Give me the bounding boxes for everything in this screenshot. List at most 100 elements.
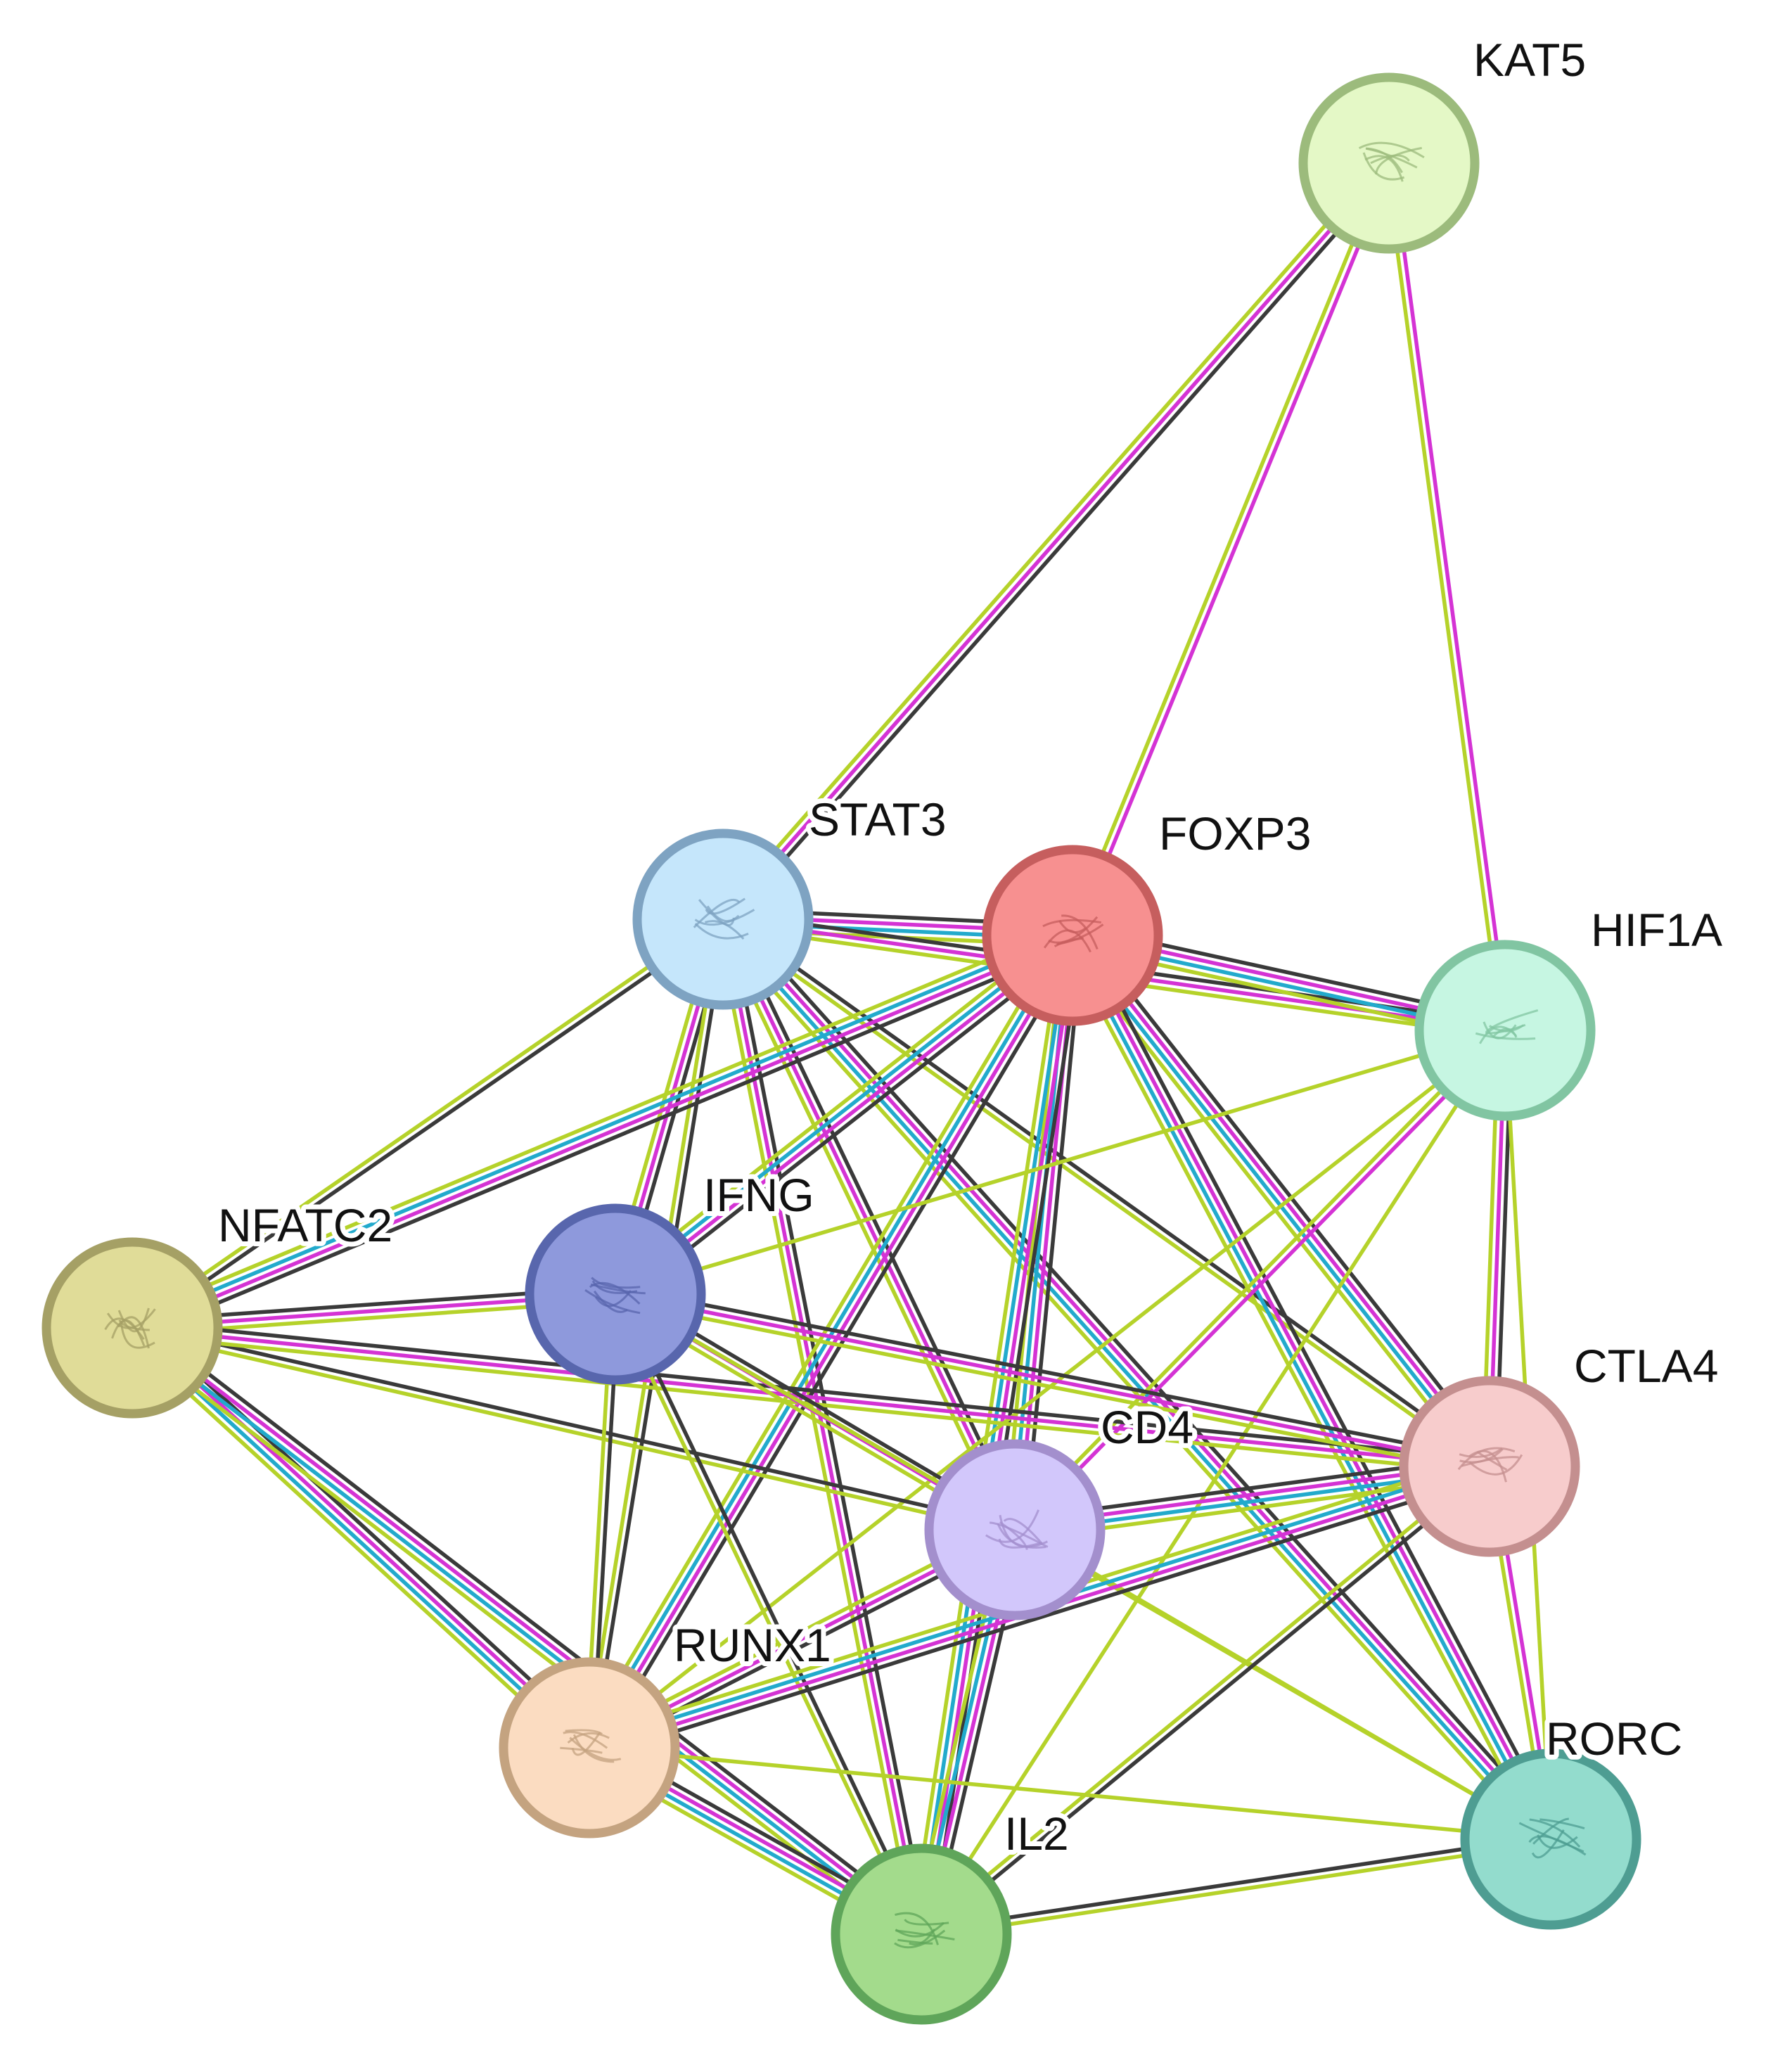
edge-line-black	[133, 920, 726, 1333]
node-hif1a[interactable]	[1414, 940, 1596, 1121]
node-circle[interactable]	[982, 845, 1163, 1026]
edge-kat5-stat3[interactable]	[716, 157, 1396, 926]
edge-line-black	[729, 911, 1560, 1834]
node-circle[interactable]	[1399, 1376, 1580, 1557]
edge-kat5-hif1a[interactable]	[1383, 162, 1511, 1031]
edge-nfatc2-runx1[interactable]	[124, 1319, 598, 1757]
node-circle[interactable]	[632, 829, 814, 1010]
node-label-halo: IFNG	[703, 1169, 814, 1221]
edge-stat3-ctla4[interactable]	[719, 914, 1493, 1471]
edge-line-yellowgreen	[714, 924, 1545, 1848]
node-label-halo: KAT5	[1473, 34, 1586, 86]
edge-line-yellowgreen	[714, 920, 917, 1936]
protein-structure-icon	[584, 1277, 646, 1315]
edge-line-magenta	[616, 936, 1076, 1298]
edge-line-cyan	[612, 931, 1072, 1293]
edge-line-magenta	[132, 936, 1075, 1333]
edge-line-yellowgreen	[1383, 163, 1504, 1031]
protein-structure-icon	[1457, 1447, 1523, 1483]
node-runx1[interactable]	[499, 1657, 680, 1838]
edge-ctla4-il2[interactable]	[918, 1462, 1493, 1938]
node-rorc[interactable]	[1460, 1748, 1641, 1930]
edge-line-yellowgreen	[124, 1334, 916, 1944]
protein-structure-icon	[1518, 1817, 1587, 1859]
node-label-halo: RUNX1	[674, 1619, 831, 1671]
edge-line-black	[620, 942, 1080, 1304]
edge-line-black	[920, 1834, 1551, 1933]
node-foxp3[interactable]	[982, 845, 1163, 1026]
edge-line-black	[727, 915, 1023, 1528]
edge-line-yellowgreen	[1068, 161, 1388, 935]
node-stat3[interactable]	[632, 829, 814, 1010]
edge-line-yellowgreen	[613, 1298, 1489, 1476]
node-label: HIF1A	[1591, 904, 1722, 956]
node-label-halo: CTLA4	[1574, 1340, 1718, 1392]
edge-line-magenta	[721, 919, 923, 1935]
edge-line-black	[137, 1318, 929, 1928]
protein-structure-icon	[985, 1509, 1049, 1550]
edge-hif1a-il2[interactable]	[919, 1029, 1507, 1936]
edge-line-black	[922, 1467, 1493, 1938]
edge-hif1a-cd4[interactable]	[1011, 1026, 1509, 1534]
node-ifng[interactable]	[525, 1203, 706, 1385]
node-circle[interactable]	[1298, 72, 1480, 254]
edge-line-yellowgreen	[1061, 939, 1544, 1845]
edge-runx1-rorc[interactable]	[589, 1746, 1551, 1841]
edge-stat3-nfatc2[interactable]	[129, 914, 726, 1333]
edge-line-magenta	[1390, 162, 1511, 1030]
edge-line-yellowgreen	[918, 1462, 1489, 1933]
node-circle[interactable]	[1460, 1748, 1641, 1930]
edge-hif1a-ifng[interactable]	[615, 1028, 1506, 1296]
edge-nfatc2-ctla4[interactable]	[131, 1319, 1491, 1476]
edge-kat5-foxp3[interactable]	[1068, 161, 1394, 938]
protein-structure-icon	[1358, 141, 1425, 182]
edge-line-yellowgreen	[1011, 1026, 1504, 1529]
edge-line-black	[591, 1473, 1494, 1760]
protein-structure-icon	[104, 1307, 156, 1349]
edge-line-black	[135, 942, 1077, 1339]
node-label-halo: HIF1A	[1591, 904, 1722, 956]
edge-hif1a-runx1[interactable]	[588, 1028, 1506, 1750]
edge-ifng-ctla4[interactable]	[613, 1285, 1492, 1476]
edge-line-cyan	[584, 933, 1072, 1747]
node-nfatc2[interactable]	[41, 1237, 223, 1419]
edge-il2-rorc[interactable]	[920, 1834, 1552, 1940]
edge-line-black	[727, 917, 930, 1933]
edge-line-yellowgreen	[909, 933, 1065, 1933]
edge-stat3-rorc[interactable]	[714, 911, 1560, 1848]
edge-line-magenta	[1073, 933, 1556, 1839]
edge-line-yellowgreen	[615, 1028, 1506, 1296]
node-label: CD4	[1101, 1401, 1193, 1453]
node-ctla4[interactable]	[1399, 1376, 1580, 1557]
edge-line-yellowgreen	[131, 1332, 1490, 1476]
edge-line-yellowgreen	[610, 1294, 921, 1937]
edge-stat3-il2[interactable]	[714, 917, 930, 1936]
node-label: RORC	[1546, 1713, 1682, 1765]
edge-foxp3-rorc[interactable]	[1061, 930, 1562, 1845]
edge-line-cyan	[129, 1329, 921, 1938]
edge-foxp3-nfatc2[interactable]	[127, 924, 1077, 1339]
edges-layer	[124, 157, 1562, 1945]
edge-line-black	[726, 166, 1396, 926]
edge-stat3-cd4[interactable]	[715, 915, 1023, 1534]
node-circle[interactable]	[525, 1203, 706, 1385]
node-label-halo: IL2	[1004, 1808, 1069, 1860]
node-il2[interactable]	[831, 1843, 1012, 2025]
edge-line-cyan	[1068, 935, 1550, 1842]
edge-cd4-rorc[interactable]	[1013, 1528, 1552, 1841]
edge-line-magenta	[133, 1324, 925, 1933]
edge-foxp3-ctla4[interactable]	[1063, 928, 1499, 1474]
protein-structure-icon	[693, 897, 755, 940]
edge-nfatc2-cd4[interactable]	[131, 1322, 1016, 1535]
node-kat5[interactable]	[1298, 72, 1480, 254]
edge-foxp3-ifng[interactable]	[608, 926, 1080, 1304]
edge-line-yellowgreen	[715, 921, 1011, 1534]
node-label: CTLA4	[1574, 1340, 1718, 1392]
edge-nfatc2-il2[interactable]	[124, 1318, 929, 1944]
node-label: RUNX1	[674, 1619, 831, 1671]
edge-ifng-il2[interactable]	[610, 1291, 926, 1937]
node-cd4[interactable]	[924, 1439, 1106, 1620]
node-label-halo: CD4	[1101, 1401, 1193, 1453]
edge-line-yellowgreen	[124, 1334, 584, 1757]
